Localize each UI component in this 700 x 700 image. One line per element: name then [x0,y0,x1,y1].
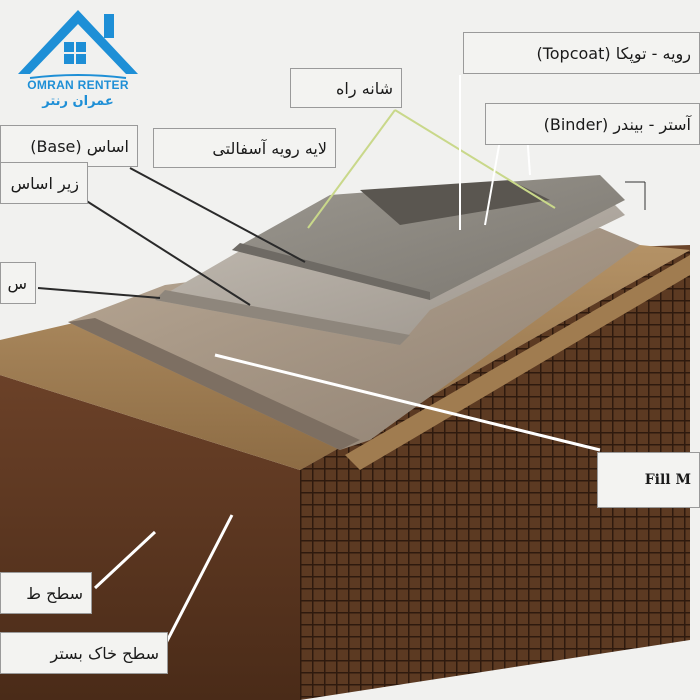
label-s: س [0,262,36,304]
label-natural-surface: سطح ط [0,572,92,614]
topcoat-surface [360,180,550,225]
soil-grid-face [300,250,690,700]
asphalt-front [232,243,430,300]
label-topcoat: رویه - توپکا (Topcoat) [463,32,700,74]
label-binder: آستر - بیندر (Binder) [485,103,700,145]
label-fill: Fill M [597,452,700,508]
subbase-front [68,318,360,450]
label-asphalt-layer: لایه رویه آسفالتی [153,128,336,168]
label-road-crown: شانه راه [290,68,402,108]
label-base: اساس (Base) [0,125,138,167]
logo-text-en: OMRAN RENTER [27,78,129,92]
label-subbase: زیر اساس [0,162,88,204]
base-front [155,290,410,345]
label-subgrade-surface: سطح خاک بستر [0,632,168,674]
logo-text-fa: عمران رنتر [42,94,114,109]
gravel-strip [345,255,690,470]
logo-house-icon [18,10,138,79]
